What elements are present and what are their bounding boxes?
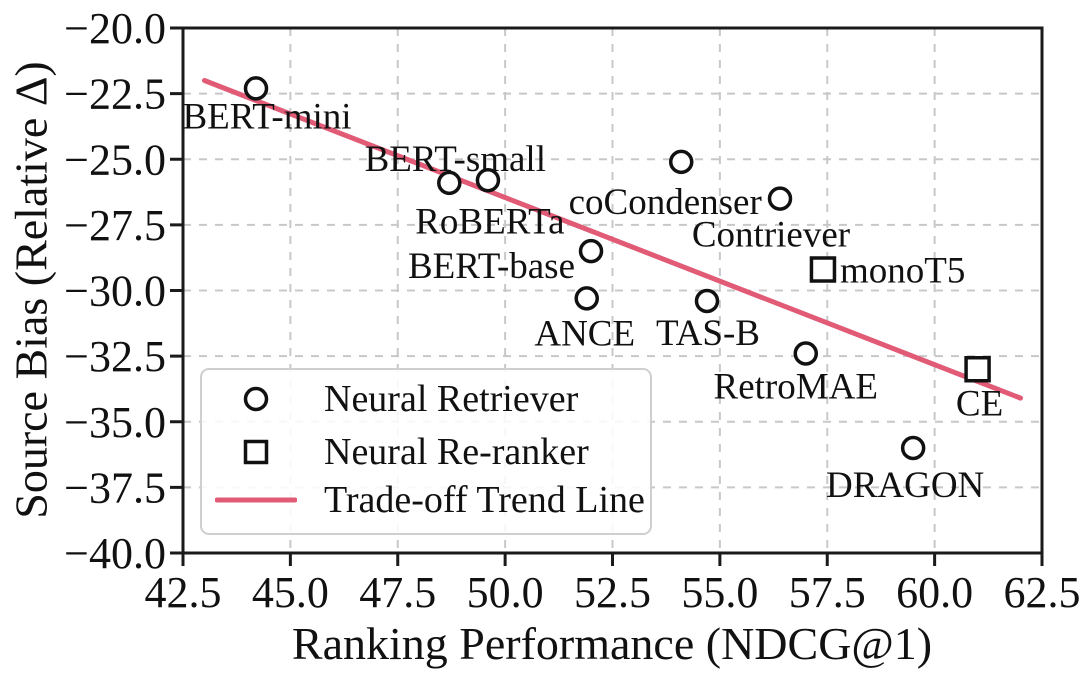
label-ance: ANCE <box>534 313 635 354</box>
label-roberta: RoBERTa <box>415 201 564 242</box>
x-tick-label: 52.5 <box>574 568 651 617</box>
point-monot5 <box>809 256 837 283</box>
x-tick-label: 55.0 <box>681 568 758 617</box>
circle-marker-icon <box>202 384 310 414</box>
label-contriever: Contriever <box>692 215 850 256</box>
legend: Neural Retriever Neural Re-ranker Trade-… <box>200 368 652 535</box>
label-dragon: DRAGON <box>826 465 984 506</box>
x-tick-label: 60.0 <box>896 568 973 617</box>
legend-label: Neural Re-ranker <box>324 431 589 473</box>
y-tick-label: −35.0 <box>64 398 166 447</box>
legend-label: Trade-off Trend Line <box>324 479 645 521</box>
label-monot5: monoT5 <box>840 251 965 292</box>
point-bert-base <box>578 238 604 264</box>
point-retromae <box>793 341 819 366</box>
y-tick-label: −27.5 <box>64 201 166 250</box>
x-tick-label: 57.5 <box>789 568 866 617</box>
y-tick-label: −40.0 <box>64 529 166 578</box>
label-bert-base: BERT-base <box>408 246 575 287</box>
label-bert-small: BERT-small <box>365 139 546 180</box>
label-bert-mini: BERT-mini <box>182 96 351 137</box>
x-tick-label: 62.5 <box>1004 568 1080 617</box>
point-tas-b <box>694 288 720 314</box>
y-axis-title: Source Bias (Relative Δ) <box>5 61 57 519</box>
point-ance <box>574 286 599 311</box>
legend-entry-neural-re-ranker: Neural Re-ranker <box>202 430 589 474</box>
label-tas-b: TAS-B <box>656 313 760 354</box>
point-contriever <box>767 186 793 211</box>
point-ce <box>964 356 991 383</box>
label-cocondenser: coCondenser <box>569 182 762 223</box>
point-bert-mini <box>243 76 269 101</box>
legend-entry-neural-retriever: Neural Retriever <box>202 377 578 421</box>
y-tick-label: −32.5 <box>64 332 166 381</box>
x-tick-label: 42.5 <box>145 568 222 617</box>
x-tick-label: 47.5 <box>359 568 436 617</box>
x-tick-label: 50.0 <box>467 568 544 617</box>
point-dragon <box>900 435 926 461</box>
y-tick-label: −30.0 <box>64 267 166 316</box>
label-retromae: RetroMAE <box>714 367 878 408</box>
label-ce: CE <box>956 383 1003 424</box>
legend-entry-trend-line: Trade-off Trend Line <box>202 478 645 522</box>
y-tick-label: −25.0 <box>64 135 166 184</box>
trend-line-icon <box>202 495 310 505</box>
x-tick-label: 45.0 <box>252 568 329 617</box>
legend-label: Neural Retriever <box>324 378 579 420</box>
point-bert-small <box>437 170 462 196</box>
point-cocondenser <box>668 149 694 175</box>
square-marker-icon <box>202 437 310 467</box>
y-tick-label: −20.0 <box>64 4 166 53</box>
y-tick-label: −37.5 <box>64 463 166 512</box>
y-tick-label: −22.5 <box>64 70 166 119</box>
point-roberta <box>475 168 501 193</box>
trend-line <box>201 78 1024 401</box>
x-axis-title: Ranking Performance (NDCG@1) <box>291 618 933 669</box>
